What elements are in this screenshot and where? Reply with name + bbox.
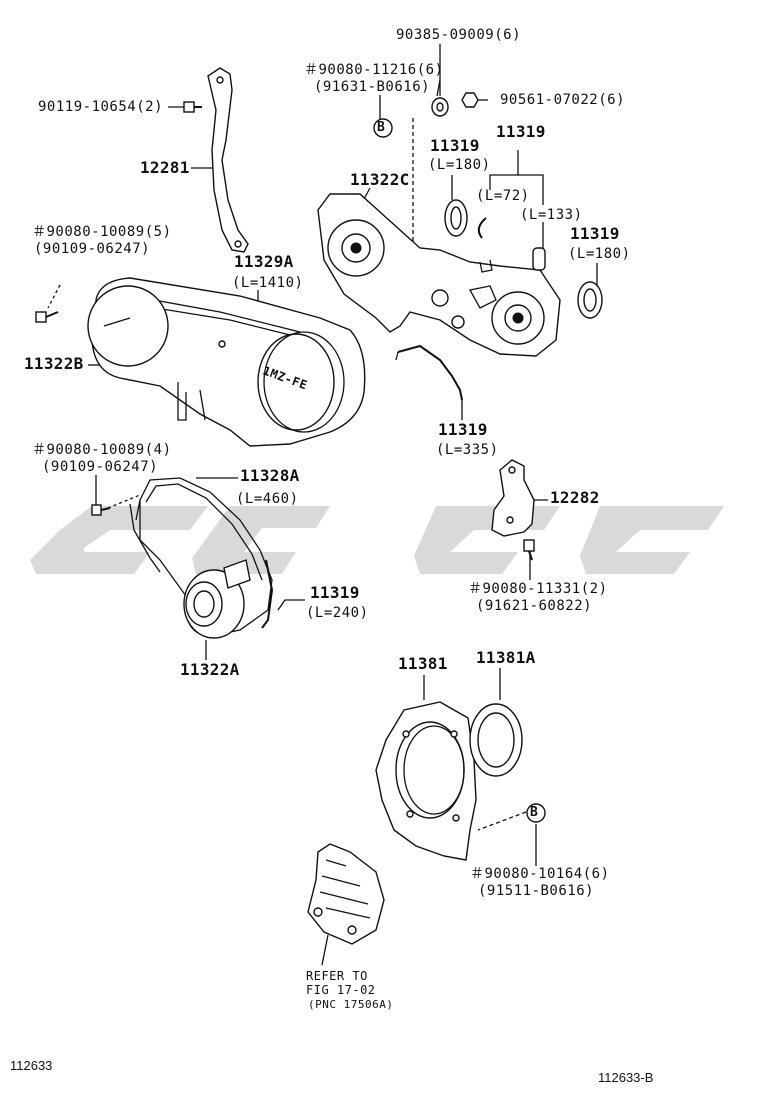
seal-11319-335-icon: [395, 344, 463, 401]
callout-b-top-label: B: [377, 120, 386, 135]
bolt-90119-icon: [183, 101, 202, 113]
timing-cover-plate-11322c-icon: [317, 193, 561, 357]
part-label-90080-11331: ＃90080-11331(2): [468, 581, 608, 597]
illustration-id-right: 112633-B: [598, 1070, 654, 1085]
part-label-91621: (91621-60822): [476, 598, 593, 614]
part-label-11319-top: 11319: [430, 136, 480, 155]
seal-11319-240-icon: [261, 559, 274, 629]
timing-belt-cover-11322b-icon: [87, 277, 366, 447]
length-label-133: (L=133): [520, 207, 583, 223]
engine-hanger-12281-icon: [207, 67, 249, 253]
part-label-11319-top-b: 11319: [496, 122, 546, 141]
oil-seal-retainer-11381-icon: [375, 701, 477, 861]
part-label-11328a: 11328A: [240, 466, 300, 485]
part-label-90109-b: (90109-06247): [42, 459, 159, 475]
illustration-id-left: 112633: [10, 1058, 53, 1073]
part-label-91511: (91511-B0616): [478, 883, 595, 899]
part-label-12282: 12282: [550, 488, 600, 507]
part-label-11381: 11381: [398, 654, 448, 673]
seal-11319-180-a-icon: [444, 199, 468, 237]
part-label-11319-mid: 11319: [438, 420, 488, 439]
part-label-11322a: 11322A: [180, 660, 240, 679]
part-label-91631: (91631-B0616): [314, 79, 431, 95]
part-label-12281: 12281: [140, 158, 190, 177]
length-label-1410: (L=1410): [232, 275, 304, 291]
bolt-90080-11331-icon: [523, 539, 535, 561]
part-label-90080-10089-4: ＃90080-10089(4): [32, 442, 172, 458]
bolt-90080-10089-4-icon: [91, 504, 111, 516]
part-label-11319-right: 11319: [570, 224, 620, 243]
callout-b-top-icon: [373, 118, 393, 138]
part-label-11381a: 11381A: [476, 648, 536, 667]
refer-label-line3: (PNC 17506A): [308, 998, 394, 1011]
washer-90385-icon: [431, 97, 449, 117]
length-label-180-b: (L=180): [568, 246, 631, 262]
seal-11319-180-b-icon: [577, 281, 603, 319]
insulator-17506a-icon: [307, 843, 385, 945]
engine-bracket-12282-icon: [491, 459, 535, 537]
nut-90561-icon: [461, 92, 479, 108]
gasket-11328a-icon: [129, 499, 161, 573]
timing-cover-11322a-icon: [139, 477, 273, 639]
part-label-11322c: 11322C: [350, 170, 410, 189]
part-label-90080-10164: ＃90080-10164(6): [470, 866, 610, 882]
refer-label-line2: FIG 17-02: [306, 983, 376, 997]
part-label-11329a: 11329A: [234, 252, 294, 271]
part-label-90109-a: (90109-06247): [34, 241, 151, 257]
part-label-90080-11216: ＃90080-11216(6): [304, 62, 444, 78]
watermark-logo: [30, 506, 724, 574]
refer-label-line1: REFER TO: [306, 969, 368, 983]
part-label-11322b: 11322B: [24, 354, 84, 373]
length-label-335: (L=335): [436, 442, 499, 458]
part-label-11319-low: 11319: [310, 583, 360, 602]
length-label-240: (L=240): [306, 605, 369, 621]
seal-11319-133-icon: [532, 247, 546, 271]
rear-oil-seal-11381a-icon: [469, 703, 523, 777]
seal-11319-72-icon: [477, 217, 487, 239]
part-label-90119: 90119-10654(2): [38, 99, 164, 115]
callout-b-bottom-icon: [526, 803, 546, 823]
length-label-460: (L=460): [236, 491, 299, 507]
length-label-180-a: (L=180): [428, 157, 491, 173]
part-label-90080-10089-5: ＃90080-10089(5): [32, 224, 172, 240]
part-label-90385: 90385-09009(6): [396, 27, 522, 43]
callout-b-bottom-label: B: [530, 805, 539, 820]
part-label-90561: 90561-07022(6): [500, 92, 626, 108]
length-label-72: (L=72): [476, 188, 530, 204]
bolt-90080-10089-5-icon: [35, 311, 59, 323]
